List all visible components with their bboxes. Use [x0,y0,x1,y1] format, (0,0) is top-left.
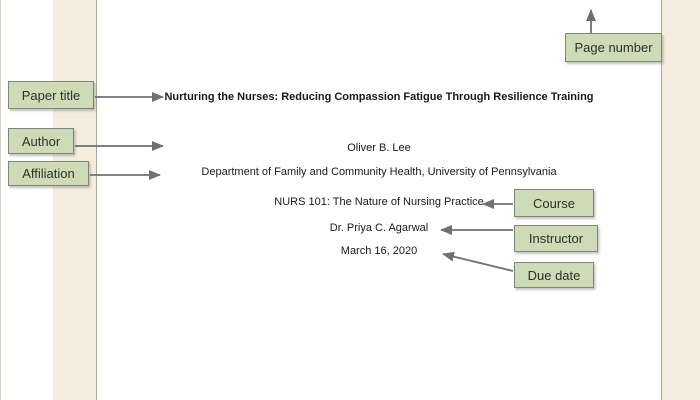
callout-instructor-label: Instructor [528,231,584,246]
page-gap-right [662,0,700,400]
callout-course-label: Course [533,195,575,211]
page-gap-left [53,0,96,400]
callout-course: Course [514,189,594,217]
callout-page-number-label: Page number [574,40,653,55]
callout-due-date: Due date [514,262,594,288]
callout-affiliation: Affiliation [8,161,89,186]
callout-author-label: Author [21,133,61,149]
callout-page-number: Page number [565,33,662,62]
callout-instructor: Instructor [514,225,598,252]
viewer-left-edge [0,0,1,400]
callout-paper-title: Paper title [8,81,94,109]
callout-paper-title-label: Paper title [21,87,81,103]
callout-author: Author [8,128,74,154]
callout-due-date-label: Due date [527,267,581,283]
callout-affiliation-label: Affiliation [22,166,75,181]
